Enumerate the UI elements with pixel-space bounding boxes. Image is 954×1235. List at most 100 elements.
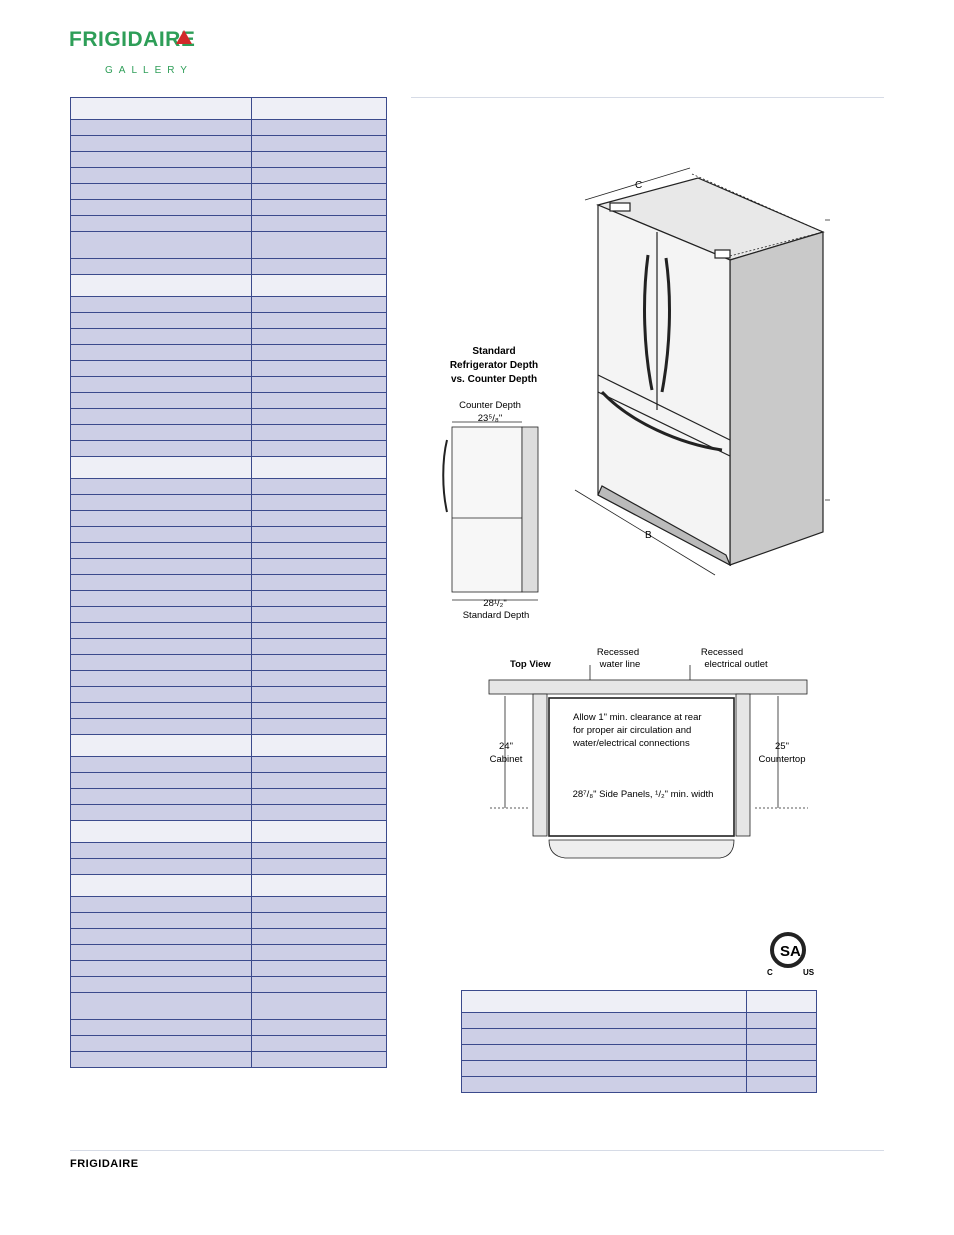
table-row — [70, 478, 387, 495]
clearance-line1: Allow 1" min. clearance at rear — [573, 712, 702, 723]
table-cell — [70, 960, 252, 977]
table-cell — [746, 1044, 817, 1061]
table-cell — [70, 360, 252, 377]
table-cell — [251, 151, 387, 168]
table-cell — [251, 231, 387, 259]
table-row — [70, 392, 387, 409]
table-section-header — [70, 734, 387, 757]
table-row — [70, 1051, 387, 1068]
table-cell — [70, 638, 252, 655]
table-cell — [70, 1051, 252, 1068]
table-cell — [251, 542, 387, 559]
table-cell — [251, 119, 387, 136]
table-cell — [70, 558, 252, 575]
table-cell — [70, 510, 252, 527]
logo-sub-text: GALLERY — [105, 65, 193, 76]
table-cell — [70, 944, 252, 961]
table-row — [70, 718, 387, 735]
table-cell — [251, 274, 387, 297]
table-cell — [70, 258, 252, 275]
table-cell — [251, 510, 387, 527]
table-cell — [251, 1051, 387, 1068]
table-row — [70, 992, 387, 1020]
table-cell — [70, 274, 252, 297]
table-cell — [70, 344, 252, 361]
table-cell — [70, 312, 252, 329]
table-cell — [251, 135, 387, 152]
table-cell — [251, 392, 387, 409]
table-cell — [251, 896, 387, 913]
depth-title-line3: vs. Counter Depth — [451, 374, 537, 385]
table-section-header — [461, 990, 817, 1013]
table-row — [70, 804, 387, 821]
csa-c-text: C — [767, 968, 773, 977]
table-row — [70, 772, 387, 789]
table-cell — [251, 992, 387, 1020]
table-row — [461, 1076, 817, 1093]
table-cell — [746, 1012, 817, 1029]
table-cell — [70, 494, 252, 511]
table-cell — [251, 344, 387, 361]
table-row — [70, 606, 387, 623]
table-cell — [70, 151, 252, 168]
table-cell — [251, 494, 387, 511]
table-row — [70, 1035, 387, 1052]
table-cell — [70, 718, 252, 735]
table-cell — [251, 424, 387, 441]
table-cell — [251, 215, 387, 232]
table-cell — [70, 328, 252, 345]
table-cell — [70, 1019, 252, 1036]
table-cell — [251, 296, 387, 313]
table-section-header — [70, 874, 387, 897]
table-cell — [461, 990, 747, 1013]
table-cell — [70, 199, 252, 216]
table-cell — [461, 1028, 747, 1045]
table-row — [70, 215, 387, 232]
table-row — [70, 654, 387, 671]
countertop-label: Countertop — [758, 754, 805, 765]
table-cell — [251, 772, 387, 789]
dimension-a — [825, 219, 830, 501]
table-cell — [746, 1076, 817, 1093]
table-cell — [70, 622, 252, 639]
table-cell — [70, 842, 252, 859]
cabinet-value: 24" — [499, 741, 513, 752]
table-cell — [251, 638, 387, 655]
table-cell — [70, 424, 252, 441]
table-row — [70, 912, 387, 929]
table-cell — [70, 590, 252, 607]
table-cell — [70, 574, 252, 591]
table-cell — [746, 1060, 817, 1077]
csa-mark-text: SA — [780, 943, 801, 960]
dimension-c-label: C — [635, 180, 642, 191]
depth-title-line1: Standard — [472, 346, 515, 357]
table-cell — [251, 702, 387, 719]
dimension-b-label: B — [645, 530, 652, 541]
table-cell — [251, 574, 387, 591]
table-cell — [70, 772, 252, 789]
table-cell — [251, 456, 387, 479]
table-row — [70, 199, 387, 216]
table-cell — [70, 183, 252, 200]
table-cell — [70, 135, 252, 152]
dimension-c — [584, 167, 824, 257]
table-section-header — [70, 456, 387, 479]
table-cell — [70, 167, 252, 184]
table-cell — [70, 1035, 252, 1052]
footer-divider — [70, 1150, 884, 1151]
table-cell — [70, 734, 252, 757]
table-cell — [251, 944, 387, 961]
csa-us-text: US — [803, 968, 815, 977]
depth-side-illustration — [442, 421, 539, 601]
table-cell — [251, 183, 387, 200]
table-cell — [70, 392, 252, 409]
table-row — [70, 896, 387, 913]
table-row — [70, 258, 387, 275]
table-cell — [70, 874, 252, 897]
table-row — [461, 1044, 817, 1061]
dimensions-diagram: C A B Standard Refrigerator Depth vs. Co… — [442, 167, 830, 859]
table-cell — [251, 606, 387, 623]
table-cell — [251, 756, 387, 773]
table-cell — [70, 296, 252, 313]
table-section-header — [70, 820, 387, 843]
